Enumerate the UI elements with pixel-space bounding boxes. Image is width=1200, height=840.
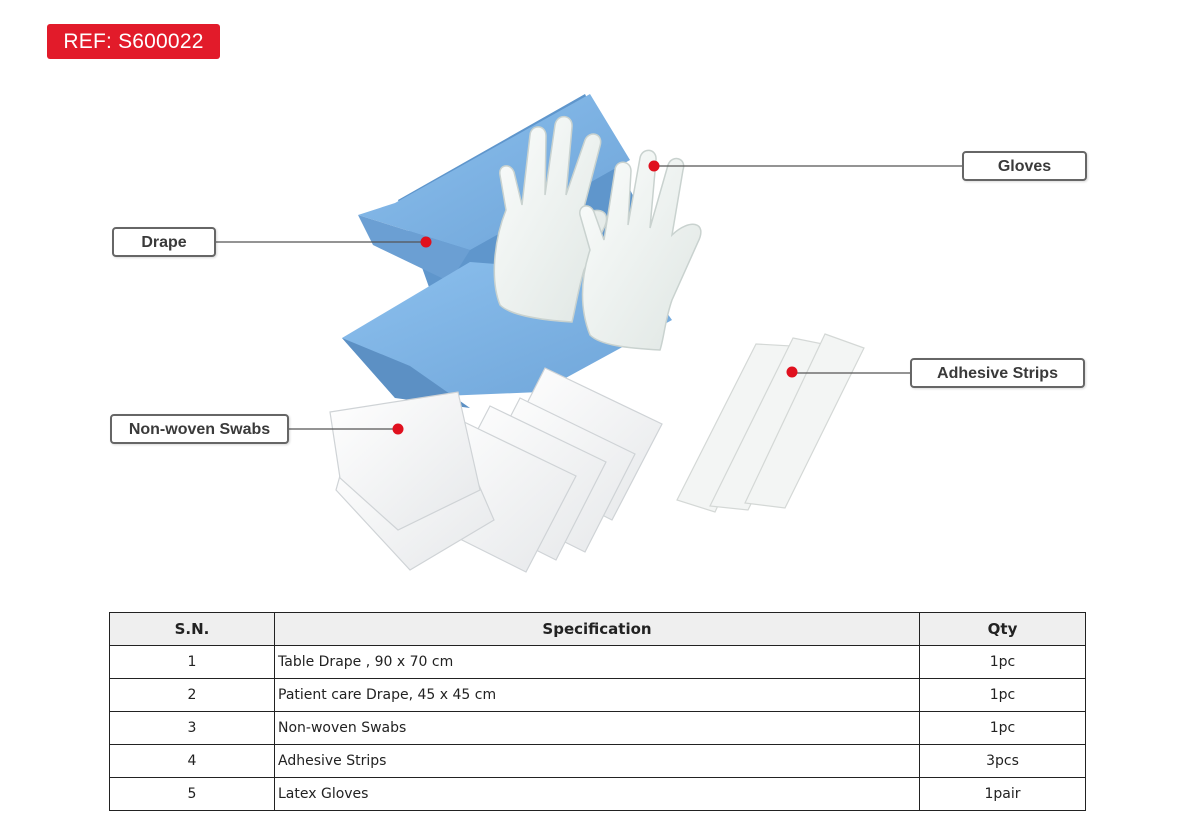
callout-markers xyxy=(392,160,798,435)
adhesive-strips-callout: Adhesive Strips xyxy=(910,358,1085,388)
specification-table: S.N. Specification Qty 1 Table Drape , 9… xyxy=(109,612,1086,811)
cell-qty: 3pcs xyxy=(919,744,1086,778)
adhesive-strips-image xyxy=(676,333,865,513)
cell-qty: 1pc xyxy=(919,645,1086,679)
cell-sn: 1 xyxy=(109,645,275,679)
table-row: 2 Patient care Drape, 45 x 45 cm 1pc xyxy=(109,678,1086,712)
header-qty: Qty xyxy=(919,612,1086,646)
cell-sn: 2 xyxy=(109,678,275,712)
swabs-callout: Non-woven Swabs xyxy=(110,414,289,444)
table-row: 3 Non-woven Swabs 1pc xyxy=(109,711,1086,745)
cell-qty: 1pc xyxy=(919,678,1086,712)
cell-sn: 3 xyxy=(109,711,275,745)
adhesive-strips-marker xyxy=(786,366,798,378)
swabs-image xyxy=(329,367,663,573)
callout-leader-lines xyxy=(215,165,963,430)
table-row: 1 Table Drape , 90 x 70 cm 1pc xyxy=(109,645,1086,679)
cell-spec: Non-woven Swabs xyxy=(274,711,920,745)
table-row: 5 Latex Gloves 1pair xyxy=(109,777,1086,811)
cell-spec: Table Drape , 90 x 70 cm xyxy=(274,645,920,679)
cell-sn: 4 xyxy=(109,744,275,778)
gloves-image xyxy=(493,115,702,351)
drape-marker xyxy=(420,236,432,248)
header-sn: S.N. xyxy=(109,612,275,646)
cell-spec: Patient care Drape, 45 x 45 cm xyxy=(274,678,920,712)
gloves-callout: Gloves xyxy=(962,151,1087,181)
cell-sn: 5 xyxy=(109,777,275,811)
cell-spec: Latex Gloves xyxy=(274,777,920,811)
cell-qty: 1pair xyxy=(919,777,1086,811)
cell-spec: Adhesive Strips xyxy=(274,744,920,778)
gloves-marker xyxy=(648,160,660,172)
cell-qty: 1pc xyxy=(919,711,1086,745)
table-header-row: S.N. Specification Qty xyxy=(109,612,1086,646)
drape-callout: Drape xyxy=(112,227,216,257)
ref-badge: REF: S600022 xyxy=(47,24,220,59)
swabs-marker xyxy=(392,423,404,435)
table-row: 4 Adhesive Strips 3pcs xyxy=(109,744,1086,778)
header-specification: Specification xyxy=(274,612,920,646)
product-illustration xyxy=(215,94,963,573)
